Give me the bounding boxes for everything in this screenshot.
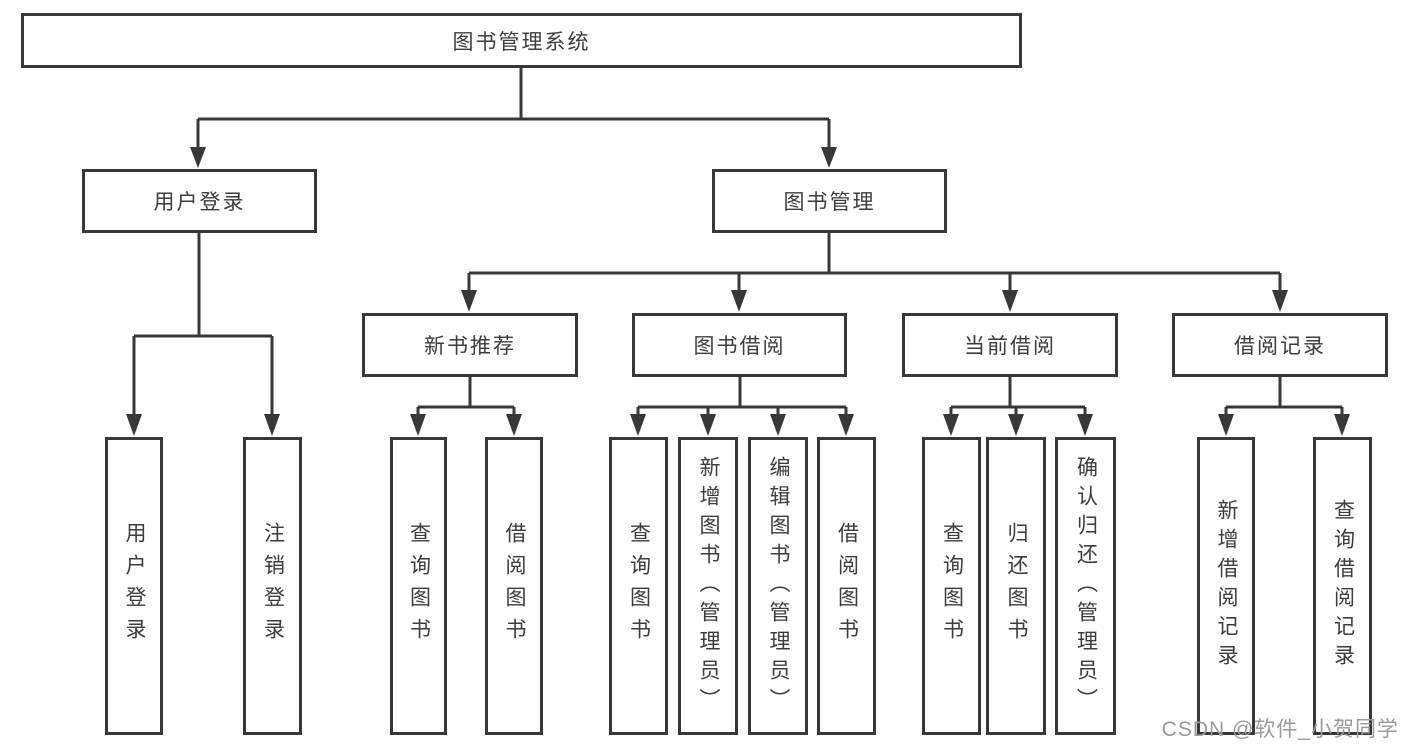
connector-newbooks-children [416, 377, 516, 414]
node-current-borrowing: 当前借阅 [902, 313, 1118, 377]
leaf-borrow-books: 借阅图书 [817, 437, 876, 735]
leaf-confirm-return-admin: 确认归还（管理员） [1055, 437, 1116, 735]
node-book-borrowing: 图书借阅 [632, 313, 847, 377]
connector-bookmgmt-children [467, 233, 1282, 290]
connector-records-children [1224, 377, 1344, 414]
leaf-borrow-books-recommend: 借阅图书 [485, 437, 543, 735]
node-library-management-system: 图书管理系统 [21, 13, 1022, 68]
leaf-user-login: 用户登录 [105, 437, 163, 735]
node-borrowing-records: 借阅记录 [1172, 313, 1388, 377]
leaf-add-books-admin: 新增图书（管理员） [678, 437, 738, 735]
leaf-query-books-borrowing: 查询图书 [609, 437, 668, 735]
connector-root-to-level2 [196, 68, 831, 147]
leaf-logout: 注销登录 [243, 437, 302, 735]
csdn-watermark: CSDN @软件_小贺同学 [1161, 718, 1399, 741]
leaf-query-books-recommend: 查询图书 [390, 437, 447, 735]
node-new-book-recommend: 新书推荐 [362, 313, 578, 377]
connector-userlogin-children [132, 233, 274, 414]
arrowheads [126, 147, 1350, 436]
leaf-query-books-current: 查询图书 [922, 437, 981, 735]
node-book-management: 图书管理 [712, 169, 947, 233]
node-user-login-branch: 用户登录 [82, 169, 317, 233]
leaf-query-borrow-record: 查询借阅记录 [1313, 437, 1372, 735]
connector-borrowing-children [636, 377, 848, 414]
leaf-return-books: 归还图书 [986, 437, 1046, 735]
connector-current-children [949, 377, 1087, 414]
leaf-edit-books-admin: 编辑图书（管理员） [748, 437, 808, 735]
leaf-add-borrow-record: 新增借阅记录 [1197, 437, 1255, 735]
